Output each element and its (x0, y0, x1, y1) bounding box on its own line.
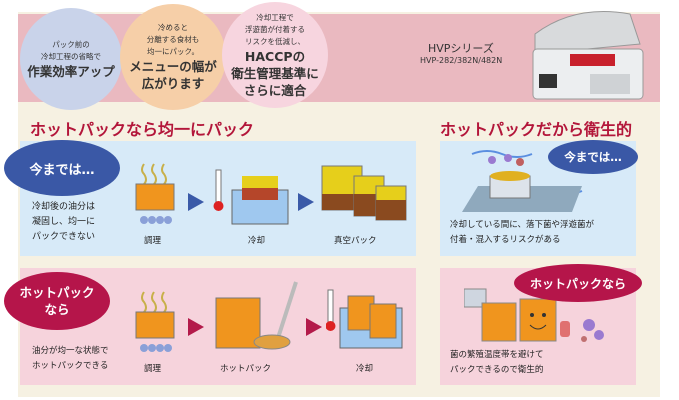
circle-text: 浮遊菌が付着する (245, 24, 305, 34)
hot-pack-icon (215, 281, 298, 350)
circle-heading: 作業効率アップ (27, 63, 115, 79)
arrow-icon (306, 318, 322, 336)
description-text: ホットパックできる (32, 361, 109, 371)
bubble-text: なら (44, 302, 70, 317)
description-text: 油分が均一な状態で (32, 346, 109, 356)
smiling-pack-icon (464, 288, 604, 342)
circle-heading: さらに適合 (243, 82, 307, 98)
description-text: 付着・混入するリスクがある (450, 235, 561, 245)
cooling-icon (213, 169, 289, 225)
circle-text: 均一にパック。 (147, 47, 199, 56)
circle-heading: HACCPの (244, 48, 306, 64)
product-models: HVP-282/382N/482N (420, 56, 503, 65)
arrow-icon (188, 318, 204, 336)
section-title-hygiene: ホットパックだから衛生的 (440, 120, 633, 139)
description-text: 凝固し、均一に (32, 217, 96, 227)
speech-bubble-before: 今までは… (4, 140, 120, 196)
arrow-icon (298, 193, 314, 211)
arrow-icon (188, 193, 204, 211)
section-title-uniform: ホットパックなら均一にパック (30, 120, 255, 139)
step-label: 調理 (144, 364, 162, 374)
cooling-pot-bacteria-icon (462, 150, 583, 212)
circle-heading: 広がります (141, 76, 205, 91)
step-label: 冷却 (356, 364, 374, 374)
vacuum-packs-icon (321, 165, 407, 221)
description-text: 冷却している間に、落下菌や浮遊菌が (450, 220, 594, 230)
circle-heading: 衛生管理基準に (231, 65, 319, 81)
speech-bubble-hotpack: ホットパックなら (514, 264, 642, 302)
vacuum-machine-image (532, 11, 644, 100)
product-series: HVPシリーズ (428, 42, 494, 55)
description-text: 菌の繁殖温度帯を避けて (450, 350, 544, 360)
circle-text: 冷却工程で (256, 12, 294, 22)
speech-bubble-before: 今までは… (548, 140, 638, 174)
circle-text: パック前の (52, 39, 90, 49)
benefit-circle-menu: 冷めると 分離する食材も 均一にパック。 メニューの幅が 広がります (120, 4, 226, 110)
description-text: 冷却後の油分は (32, 202, 96, 212)
cooking-pot-icon (135, 163, 175, 224)
circle-text: 冷却工程の省略で (41, 51, 101, 61)
step-label: ホットパック (220, 364, 272, 374)
step-label: 調理 (144, 236, 162, 246)
description-text: パックできるので衛生的 (450, 365, 544, 375)
circle-heading: メニューの幅が (129, 59, 217, 74)
bubble-text: ホットパック (19, 285, 95, 300)
speech-bubble-hotpack: ホットパック なら (4, 272, 110, 330)
circle-text: リスクを低減し、 (245, 36, 305, 46)
cooking-pot-icon (135, 291, 175, 352)
description-text: パックできない (32, 232, 96, 242)
benefit-circle-efficiency: パック前の 冷却工程の省略で 作業効率アップ (20, 8, 122, 110)
step-label: 真空パック (334, 236, 377, 246)
cooling-packs-icon (326, 289, 403, 349)
benefit-circle-haccp: 冷却工程で 浮遊菌が付着する リスクを低減し、 HACCPの 衛生管理基準に さ… (222, 2, 328, 108)
circle-text: 冷めると (158, 23, 188, 32)
circle-text: 分離する食材も (146, 35, 200, 44)
step-label: 冷却 (248, 236, 266, 246)
